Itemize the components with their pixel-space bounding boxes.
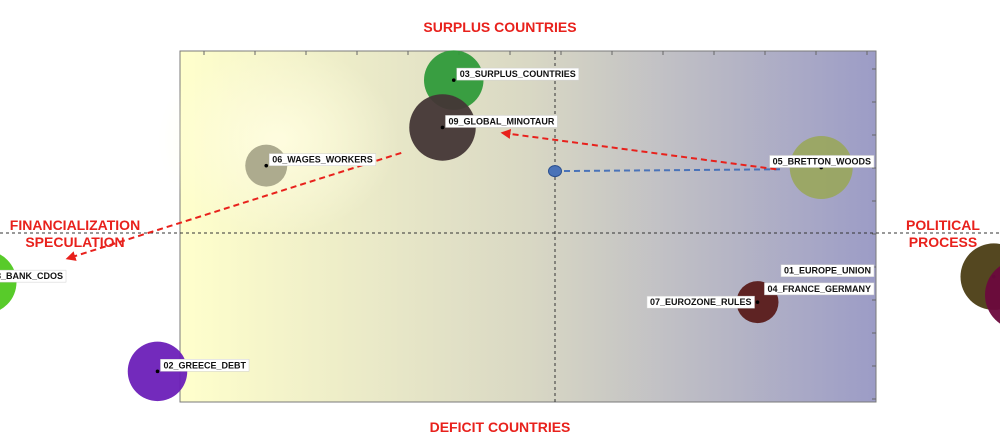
bubble-label-text: 09_GLOBAL_MINOTAUR (449, 116, 555, 126)
label-financialization-speculation: FINANCIALIZATION SPECULATION (0, 217, 150, 251)
bubble-label-box (0, 269, 67, 283)
bubble-label-box (160, 359, 250, 372)
bubble (985, 266, 1000, 324)
axis-ticks (203, 51, 876, 400)
bubble-label-text: 07_EUROZONE_RULES (650, 297, 752, 307)
bubble-label-text: 05_BRETTON_WOODS (773, 156, 871, 166)
center-crosshair (0, 51, 1000, 402)
bubble-label-text: 08_BANK_CDOS (0, 271, 63, 281)
plot-background-glow (158, 45, 398, 235)
bubble-label: 04_FRANCE_GERMANY (764, 282, 875, 296)
bubble-center-dot (451, 78, 456, 82)
bubble-label: 02_GREECE_DEBT (160, 359, 250, 372)
bubble-label-text: 06_WAGES_WORKERS (272, 155, 373, 165)
bubble-label: 03_SURPLUS_COUNTRIES (456, 67, 580, 81)
bubble-label-text: 04_FRANCE_GERMANY (767, 284, 871, 294)
trajectory-arrow (65, 151, 402, 261)
arrow-layer (65, 128, 781, 261)
bubble-center-dot (440, 125, 445, 130)
bubble-label-box (646, 295, 755, 309)
label-political-process: POLITICAL PROCESS (893, 217, 993, 251)
trajectory-arrow (500, 128, 777, 171)
bubble-label-box (769, 155, 875, 168)
bubble-center-dot (155, 369, 160, 374)
bubble-label-box (764, 282, 875, 296)
label-layer: 03_SURPLUS_COUNTRIES 09_GLOBAL_MINOTAUR 06… (0, 67, 875, 372)
label-deficit-countries: DEFICIT COUNTRIES (429, 419, 571, 435)
bubble-label-text: 02_GREECE_DEBT (164, 360, 247, 370)
label-political: POLITICAL (906, 217, 980, 233)
bubble-label-box (269, 153, 377, 166)
bubble-label-box (456, 67, 580, 81)
bubble-label: 06_WAGES_WORKERS (269, 153, 377, 166)
trajectory-arrow (554, 168, 781, 173)
label-financialization: FINANCIALIZATION (9, 217, 141, 233)
label-surplus-countries: SURPLUS COUNTRIES (423, 19, 577, 35)
bubble-label-text: 03_SURPLUS_COUNTRIES (460, 69, 576, 79)
bubble-label: 09_GLOBAL_MINOTAUR (445, 115, 558, 128)
bubble-label: 07_EUROZONE_RULES (646, 295, 755, 309)
label-process: PROCESS (908, 234, 978, 250)
bubble-label-box (780, 264, 875, 277)
bubble-label: 01_EUROPE_UNION (780, 264, 875, 277)
bubble-label-box (445, 115, 558, 128)
label-speculation: SPECULATION (25, 234, 125, 250)
bubble-label: 08_BANK_CDOS (0, 269, 67, 283)
bubble-label: 05_BRETTON_WOODS (769, 155, 875, 168)
bubble-center-dot (264, 163, 269, 168)
bubble-label-text: 01_EUROPE_UNION (784, 266, 871, 276)
bubble-center-dot (755, 300, 760, 304)
